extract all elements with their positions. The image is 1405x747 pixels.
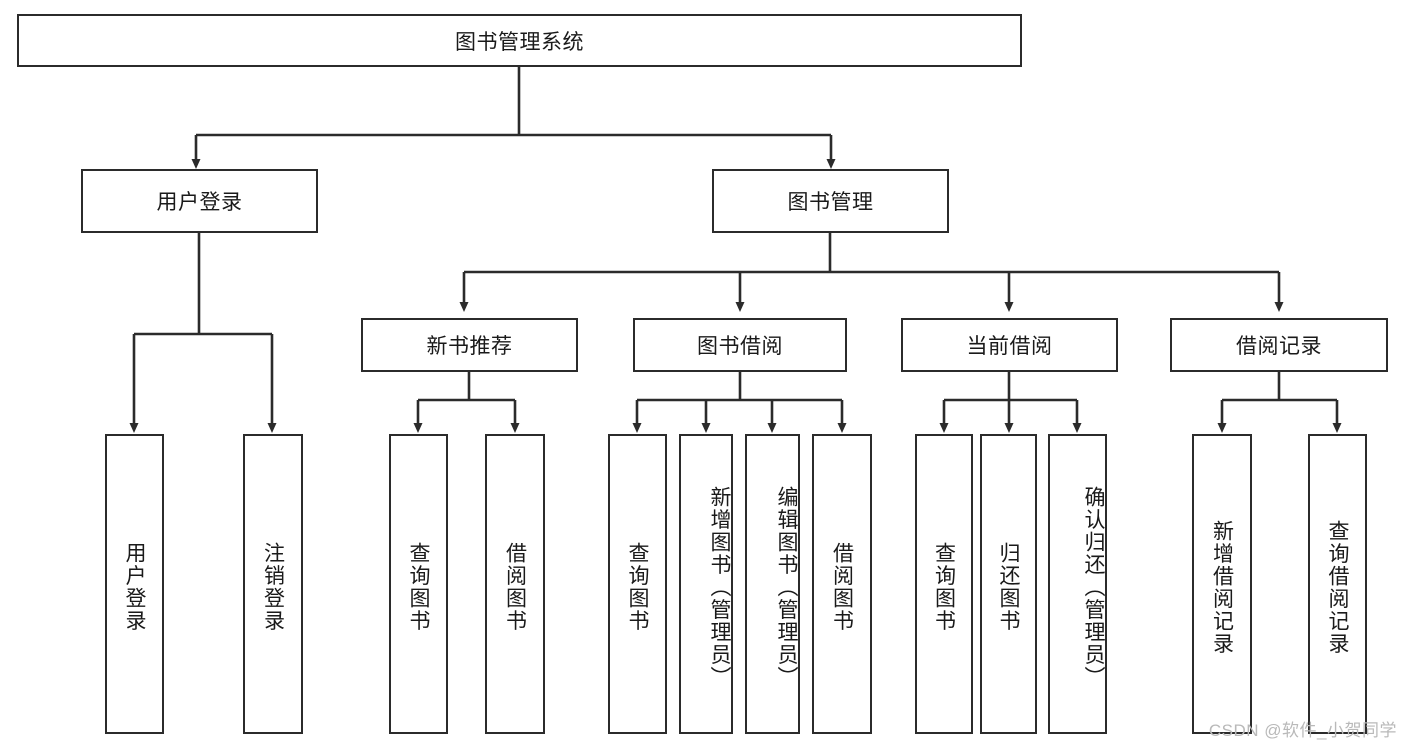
node-leaf-return-book-label: 归还图书 bbox=[997, 542, 1021, 632]
node-leaf-borrow-book-2-label: 借阅图书 bbox=[830, 542, 854, 632]
node-leaf-query-book-3-label: 查询图书 bbox=[932, 542, 956, 632]
node-leaf-user-logout[interactable]: 注销登录 bbox=[243, 434, 303, 734]
node-leaf-user-logout-label: 注销登录 bbox=[261, 542, 285, 632]
node-leaf-add-book-label: 新增图书（管理员） bbox=[708, 485, 731, 689]
node-current-borrow-label: 当前借阅 bbox=[966, 335, 1053, 358]
node-book-management-label: 图书管理 bbox=[787, 191, 874, 214]
node-leaf-query-book-3[interactable]: 查询图书 bbox=[915, 434, 973, 734]
node-user-login-label: 用户登录 bbox=[156, 191, 243, 214]
node-leaf-edit-book-label: 编辑图书（管理员） bbox=[775, 485, 798, 689]
node-leaf-edit-book[interactable]: 编辑图书（管理员） bbox=[745, 434, 800, 734]
node-root-label: 图书管理系统 bbox=[455, 30, 584, 54]
node-borrow-record[interactable]: 借阅记录 bbox=[1170, 318, 1388, 372]
node-leaf-query-book-1-label: 查询图书 bbox=[407, 542, 431, 632]
node-leaf-return-book[interactable]: 归还图书 bbox=[980, 434, 1037, 734]
node-book-borrow-label: 图书借阅 bbox=[697, 335, 783, 358]
node-leaf-add-book[interactable]: 新增图书（管理员） bbox=[679, 434, 733, 734]
node-leaf-confirm-return[interactable]: 确认归还（管理员） bbox=[1048, 434, 1107, 734]
node-leaf-borrow-book-1-label: 借阅图书 bbox=[503, 542, 527, 632]
node-user-login[interactable]: 用户登录 bbox=[81, 169, 318, 233]
node-leaf-borrow-book-2[interactable]: 借阅图书 bbox=[812, 434, 872, 734]
node-borrow-record-label: 借阅记录 bbox=[1236, 335, 1322, 358]
node-new-book-recommend-label: 新书推荐 bbox=[426, 335, 513, 358]
node-leaf-query-book-2-label: 查询图书 bbox=[626, 542, 650, 632]
node-leaf-user-login-label: 用户登录 bbox=[123, 542, 147, 632]
node-new-book-recommend[interactable]: 新书推荐 bbox=[361, 318, 578, 372]
node-leaf-query-record-label: 查询借阅记录 bbox=[1326, 519, 1350, 655]
node-leaf-add-record[interactable]: 新增借阅记录 bbox=[1192, 434, 1252, 734]
node-leaf-borrow-book-1[interactable]: 借阅图书 bbox=[485, 434, 545, 734]
node-current-borrow[interactable]: 当前借阅 bbox=[901, 318, 1118, 372]
node-leaf-user-login[interactable]: 用户登录 bbox=[105, 434, 164, 734]
watermark-text: CSDN @软件_小贺同学 bbox=[1208, 721, 1397, 740]
node-root[interactable]: 图书管理系统 bbox=[17, 14, 1022, 67]
node-leaf-query-book-1[interactable]: 查询图书 bbox=[389, 434, 448, 734]
node-book-management[interactable]: 图书管理 bbox=[712, 169, 949, 233]
node-book-borrow[interactable]: 图书借阅 bbox=[633, 318, 847, 372]
node-leaf-confirm-return-label: 确认归还（管理员） bbox=[1082, 485, 1105, 689]
node-leaf-query-record[interactable]: 查询借阅记录 bbox=[1308, 434, 1367, 734]
node-leaf-query-book-2[interactable]: 查询图书 bbox=[608, 434, 667, 734]
node-leaf-add-record-label: 新增借阅记录 bbox=[1210, 519, 1234, 655]
